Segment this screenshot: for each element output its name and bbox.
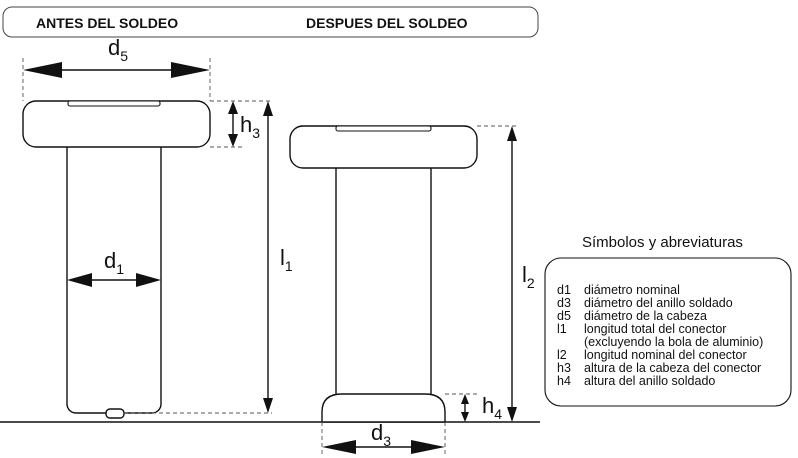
- dimension-l1-label: l1: [280, 245, 293, 274]
- dimension-h4-arrow: [461, 394, 469, 422]
- connector-before-head: [22, 100, 211, 148]
- dimension-h3-label: h3: [240, 112, 260, 141]
- legend-box: [544, 257, 792, 407]
- header-before-label: ANTES DEL SOLDEO: [36, 15, 178, 31]
- header-after-label: DESPUES DEL SOLDEO: [306, 15, 468, 31]
- dimension-d1-arrow: [67, 273, 161, 287]
- dimension-d5-label: d5: [108, 35, 128, 64]
- legend-description: longitud nominal del conector: [584, 348, 747, 362]
- legend-title: Símbolos y abreviaturas: [582, 234, 743, 251]
- dimension-d5-arrow: [23, 62, 210, 78]
- legend-rows: d1 diámetro nominal d3 diámetro del anillo …: [557, 283, 763, 388]
- legend-code-h4: h4: [557, 374, 571, 388]
- connector-before: [22, 100, 211, 419]
- legend-description: altura del anillo soldado: [584, 374, 715, 388]
- legend-description: (excluyendo la bola de aluminio): [584, 335, 763, 349]
- connector-after-head-groove: [335, 125, 432, 132]
- connector-after: [289, 125, 478, 423]
- connector-before-head-groove: [67, 100, 161, 107]
- dimension-d3-label: d3: [371, 420, 391, 449]
- legend-code-l2: l2: [557, 348, 567, 362]
- legend-code-d5: d5: [557, 309, 571, 323]
- connector-after-head: [289, 125, 478, 169]
- header-bar: [2, 6, 539, 38]
- dimension-h4-label: h4: [482, 393, 502, 422]
- dimension-h3-arrow: [228, 101, 238, 147]
- legend-code-l1: l1: [557, 322, 567, 336]
- connector-before-tip: [105, 408, 125, 419]
- legend-code-h3: h3: [557, 361, 571, 375]
- legend-code-d3: d3: [557, 296, 571, 310]
- legend-code-d1: d1: [557, 283, 571, 297]
- dimension-d1-label: d1: [104, 248, 124, 277]
- legend-description: altura de la cabeza del conector: [584, 361, 761, 375]
- legend-description: diámetro del anillo soldado: [584, 296, 733, 310]
- dimension-l1-arrow: [263, 101, 273, 413]
- legend-description: diámetro de la cabeza: [584, 309, 707, 323]
- connector-after-weld-ring: [321, 393, 446, 423]
- connector-after-shank: [335, 161, 432, 401]
- dimension-d3-arrow: [322, 440, 445, 454]
- legend-description: longitud total del conector: [584, 322, 726, 336]
- dimension-l2-label: l2: [522, 262, 535, 291]
- legend-description: diámetro nominal: [584, 283, 680, 297]
- dimension-l2-arrow: [507, 126, 517, 422]
